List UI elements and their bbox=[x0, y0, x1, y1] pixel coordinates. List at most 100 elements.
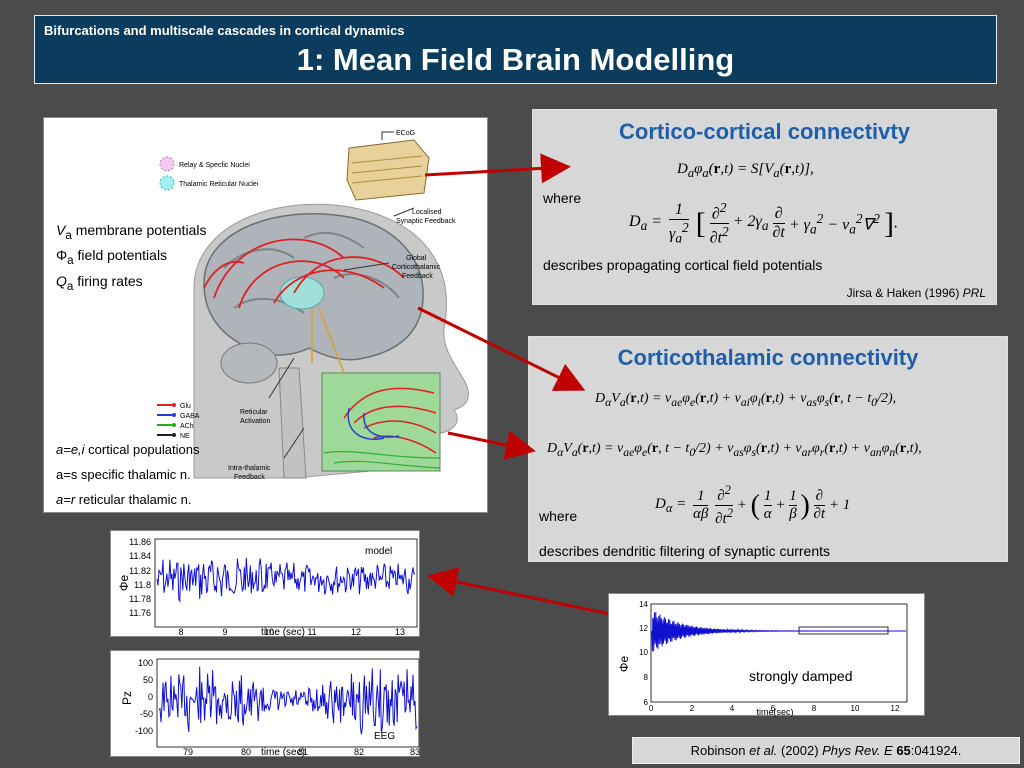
cortical-red-paths bbox=[203, 238, 405, 309]
eeg-xtick-3: 81 bbox=[298, 747, 308, 757]
model-trace bbox=[156, 557, 416, 604]
corticothalamic-heading: Corticothalamic connectivity bbox=[617, 345, 919, 370]
model-xtick-4: 11 bbox=[307, 627, 316, 637]
model-ytick-6: 11.76 bbox=[129, 608, 151, 618]
neurotransmitter-legend: Glu GABA ACh NE bbox=[157, 403, 200, 440]
global-label-line2: Corticothalamic bbox=[392, 264, 441, 271]
thalamic-projection-line bbox=[311, 307, 345, 374]
population-specific: a=s specific thalamic n. bbox=[56, 467, 191, 482]
global-label-line1: Global bbox=[406, 255, 427, 262]
legend-ne: NE bbox=[180, 433, 190, 440]
slide-subtitle: Bifurcations and multiscale cascades in … bbox=[44, 23, 405, 38]
ecog-texture bbox=[351, 155, 423, 184]
cortico-description: describes propagating cortical field pot… bbox=[543, 257, 823, 273]
eeg-xtick-4: 82 bbox=[354, 747, 364, 757]
inset-green-paths bbox=[323, 451, 441, 469]
cortico-cortical-heading: Cortico-cortical connectivty bbox=[619, 119, 910, 144]
localised-label-line1: Localised bbox=[412, 209, 442, 216]
variable-q: Qa firing rates bbox=[56, 273, 143, 293]
ecog-label: ECoG bbox=[396, 130, 415, 137]
model-ylabel: Φe bbox=[117, 575, 131, 592]
eeg-plot: 100 50 0 -50 -100 79 80 81 82 83 EEG tim… bbox=[110, 650, 420, 758]
intra-thalamic-line2: Feedback bbox=[234, 474, 265, 481]
cortico-where: where bbox=[543, 190, 582, 206]
reticular-nuclei-label: Thalamic Reticular Nuclei bbox=[179, 181, 259, 188]
damped-ytick-1: 14 bbox=[639, 600, 648, 609]
localised-label-line2: Synaptic Feedback bbox=[396, 218, 456, 225]
brain-figure-panel: ECoG Relay & Specfic Nuclei Thalamic Ret… bbox=[43, 117, 488, 513]
eeg-label: EEG bbox=[374, 731, 395, 742]
cerebellum bbox=[220, 342, 278, 384]
cortico-equation-1: Daφa(r,t) = S[Va(r,t)], bbox=[677, 161, 814, 180]
population-cortical: a=e,i cortical populations bbox=[56, 442, 200, 457]
eeg-xlabel: time (sec) bbox=[261, 747, 305, 758]
damped-xtick-6: 10 bbox=[851, 704, 860, 713]
brainstem bbox=[278, 367, 307, 479]
eeg-ylabel: Pz bbox=[120, 691, 134, 705]
legend-glu: Glu bbox=[180, 403, 191, 410]
model-xtick-1: 8 bbox=[178, 627, 183, 637]
corticothalamic-panel: Corticothalamic connectivity DαVa(r,t) =… bbox=[528, 336, 1008, 562]
damped-xtick-2: 2 bbox=[690, 704, 695, 713]
model-xtick-6: 13 bbox=[395, 627, 405, 637]
damped-xlabel: time(sec) bbox=[756, 707, 793, 717]
model-ytick-4: 11.8 bbox=[134, 580, 151, 590]
legend-gaba: GABA bbox=[180, 413, 200, 420]
robinson-citation: Robinson et al. (2002) Phys Rev. E 65:04… bbox=[632, 737, 1020, 764]
model-xtick-2: 9 bbox=[222, 627, 227, 637]
model-ytick-5: 11.78 bbox=[129, 594, 151, 604]
model-xtick-3: 10 bbox=[264, 627, 274, 637]
thalamic-description: describes dendritic filtering of synapti… bbox=[539, 543, 831, 559]
ecog-block bbox=[346, 139, 430, 201]
damped-label: strongly damped bbox=[749, 668, 853, 684]
eeg-ytick-4: -50 bbox=[140, 709, 153, 719]
model-ytick-2: 11.84 bbox=[129, 551, 151, 561]
variable-v: Va membrane potentials bbox=[56, 222, 207, 242]
legend-ach: ACh bbox=[180, 423, 194, 430]
slide-header: Bifurcations and multiscale cascades in … bbox=[34, 15, 997, 84]
damped-ytick-5: 6 bbox=[644, 698, 649, 707]
damped-xtick-5: 8 bbox=[812, 704, 817, 713]
population-reticular: a=r reticular thalamic n. bbox=[56, 492, 192, 507]
damped-ytick-4: 8 bbox=[644, 673, 649, 682]
label-leader-lines bbox=[268, 131, 415, 459]
eeg-xtick-2: 80 bbox=[241, 747, 251, 757]
eeg-xtick-5: 83 bbox=[410, 747, 420, 757]
eeg-xtick-1: 79 bbox=[183, 747, 193, 757]
thalamic-equation-2: DαVa(r,t) = vaeφe(r, t − t0/2) + vasφs(r… bbox=[547, 441, 922, 459]
reticular-activation-line1: Reticular bbox=[240, 409, 268, 416]
damped-zoom-box bbox=[798, 626, 889, 635]
relay-legend-marker bbox=[159, 156, 175, 172]
damped-trace bbox=[651, 612, 906, 652]
reticular-activation-line2: Activation bbox=[240, 418, 270, 425]
damped-ylabel: Φe bbox=[617, 656, 631, 673]
eeg-trace bbox=[158, 666, 418, 735]
eeg-ytick-5: -100 bbox=[135, 726, 153, 736]
model-xtick-5: 12 bbox=[351, 627, 361, 637]
eeg-ytick-2: 50 bbox=[143, 675, 153, 685]
model-plot: 11.86 11.84 11.82 11.8 11.78 11.76 8 9 1… bbox=[110, 530, 420, 638]
slide-title: 1: Mean Field Brain Modelling bbox=[296, 42, 735, 77]
damped-plot: 14 12 10 8 6 0 2 4 6 8 10 12 time(sec) s… bbox=[608, 593, 925, 717]
model-label: model bbox=[365, 546, 392, 557]
model-xlabel: time (sec) bbox=[261, 627, 305, 638]
cortico-cortical-panel: Cortico-cortical connectivty Daφa(r,t) =… bbox=[532, 109, 997, 305]
damped-xtick-3: 4 bbox=[730, 704, 735, 713]
damped-ytick-2: 12 bbox=[639, 624, 648, 633]
variable-phi: Φa field potentials bbox=[56, 247, 168, 267]
eeg-ytick-3: 0 bbox=[148, 692, 153, 702]
relay-label: Relay & Specfic Nuclei bbox=[179, 162, 250, 169]
global-label-line3: Feedback bbox=[402, 273, 433, 280]
eeg-ytick-1: 100 bbox=[138, 658, 153, 668]
damped-ytick-3: 10 bbox=[639, 648, 648, 657]
brain-folds bbox=[223, 231, 400, 314]
intra-thalamic-line1: Intra-thalamic bbox=[228, 465, 271, 472]
thalamic-where: where bbox=[539, 508, 578, 524]
inset-blue-paths bbox=[347, 407, 400, 440]
thalamic-equation-1: DαVa(r,t) = vaeφe(r,t) + vaiφi(r,t) + va… bbox=[595, 391, 897, 409]
cortico-citation: Jirsa & Haken (1996) PRL bbox=[846, 286, 986, 300]
brain-illustration: ECoG Relay & Specfic Nuclei Thalamic Ret… bbox=[157, 130, 469, 481]
model-ytick-1: 11.86 bbox=[129, 537, 151, 547]
